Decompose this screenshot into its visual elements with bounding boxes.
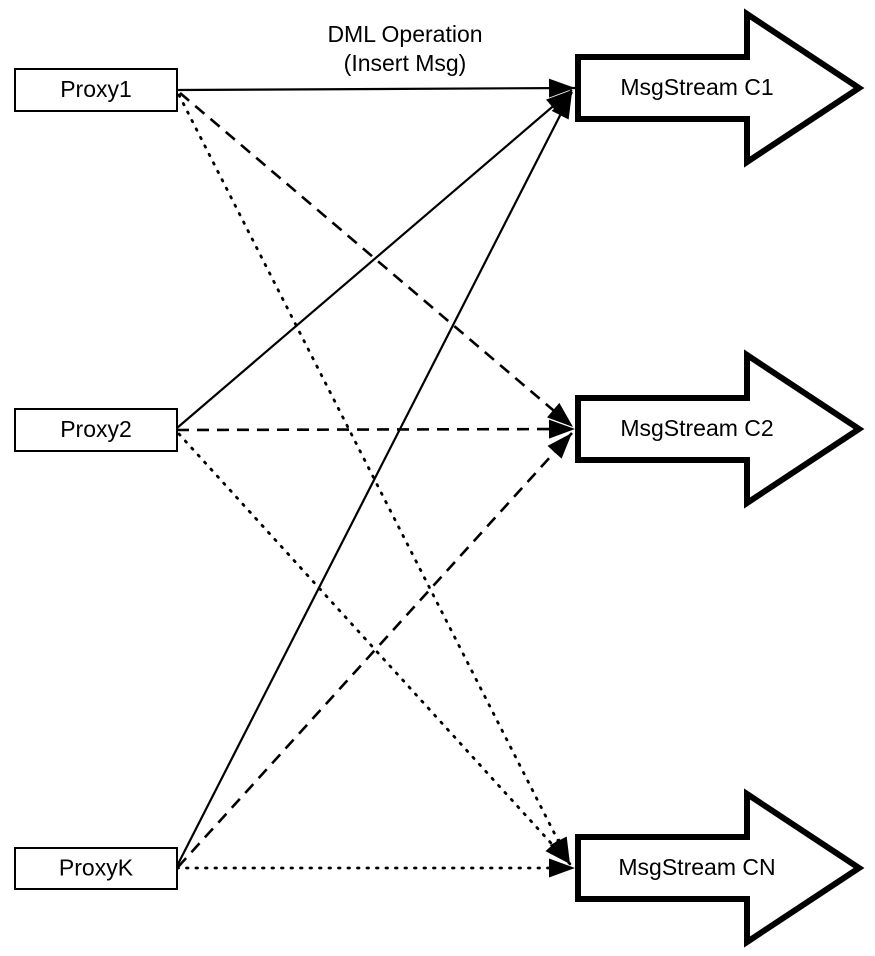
arrowhead-pk-c1 [551, 92, 572, 120]
edge-caption-line-1: DML Operation [327, 21, 482, 47]
msgstream-label: MsgStream C1 [620, 74, 773, 100]
proxy-label: Proxy1 [60, 76, 132, 102]
link-p1-c2 [179, 92, 574, 428]
edge-caption-line-2: (Insert Msg) [344, 50, 467, 76]
proxy-node-proxyk[interactable]: ProxyK [14, 847, 178, 890]
proxy-label: ProxyK [59, 855, 134, 881]
arrowhead-pk-cn [549, 858, 575, 878]
msgstream-arrow-shape [575, 8, 865, 168]
arrowheads-layer [545, 78, 575, 878]
proxy-label: Proxy2 [60, 416, 132, 442]
connector-links-layer [175, 86, 577, 870]
proxy-box-shape [14, 408, 178, 452]
msgstream-arrow-shape [575, 349, 865, 509]
arrowhead-p2-c2 [548, 419, 575, 439]
arrowhead-p1-c2 [547, 402, 573, 427]
proxy-box-shape [14, 847, 178, 890]
link-p2-cn [177, 432, 572, 866]
arrowhead-p2-c1 [546, 90, 572, 115]
proxy-box-shape [14, 68, 178, 112]
msgstream-label: MsgStream CN [618, 854, 775, 880]
arrowhead-pk-c2 [547, 433, 572, 459]
arrowhead-p2-cn [545, 838, 570, 864]
proxy-node-proxy2[interactable]: Proxy2 [14, 408, 178, 452]
msgstream-arrows-layer: MsgStream C1 MsgStream C2 MsgStream CN [575, 8, 865, 948]
link-pk-c2 [177, 432, 573, 868]
msgstream-stream_c1[interactable]: MsgStream C1 [575, 8, 865, 168]
arrowhead-p1-c1 [548, 78, 575, 98]
link-pk-c1 [176, 91, 573, 867]
link-p2-c1 [176, 89, 573, 429]
link-p1-cn [177, 93, 572, 866]
link-p1-c1 [176, 86, 576, 92]
msgstream-arrow-shape [575, 788, 865, 948]
link-p2-c2 [176, 427, 576, 432]
edge-caption: DML Operation (Insert Msg) [327, 21, 482, 76]
proxy-node-proxy1[interactable]: Proxy1 [14, 68, 178, 112]
msgstream-stream_cn[interactable]: MsgStream CN [575, 788, 865, 948]
msgstream-stream_c2[interactable]: MsgStream C2 [575, 349, 865, 509]
msgstream-label: MsgStream C2 [620, 415, 773, 441]
